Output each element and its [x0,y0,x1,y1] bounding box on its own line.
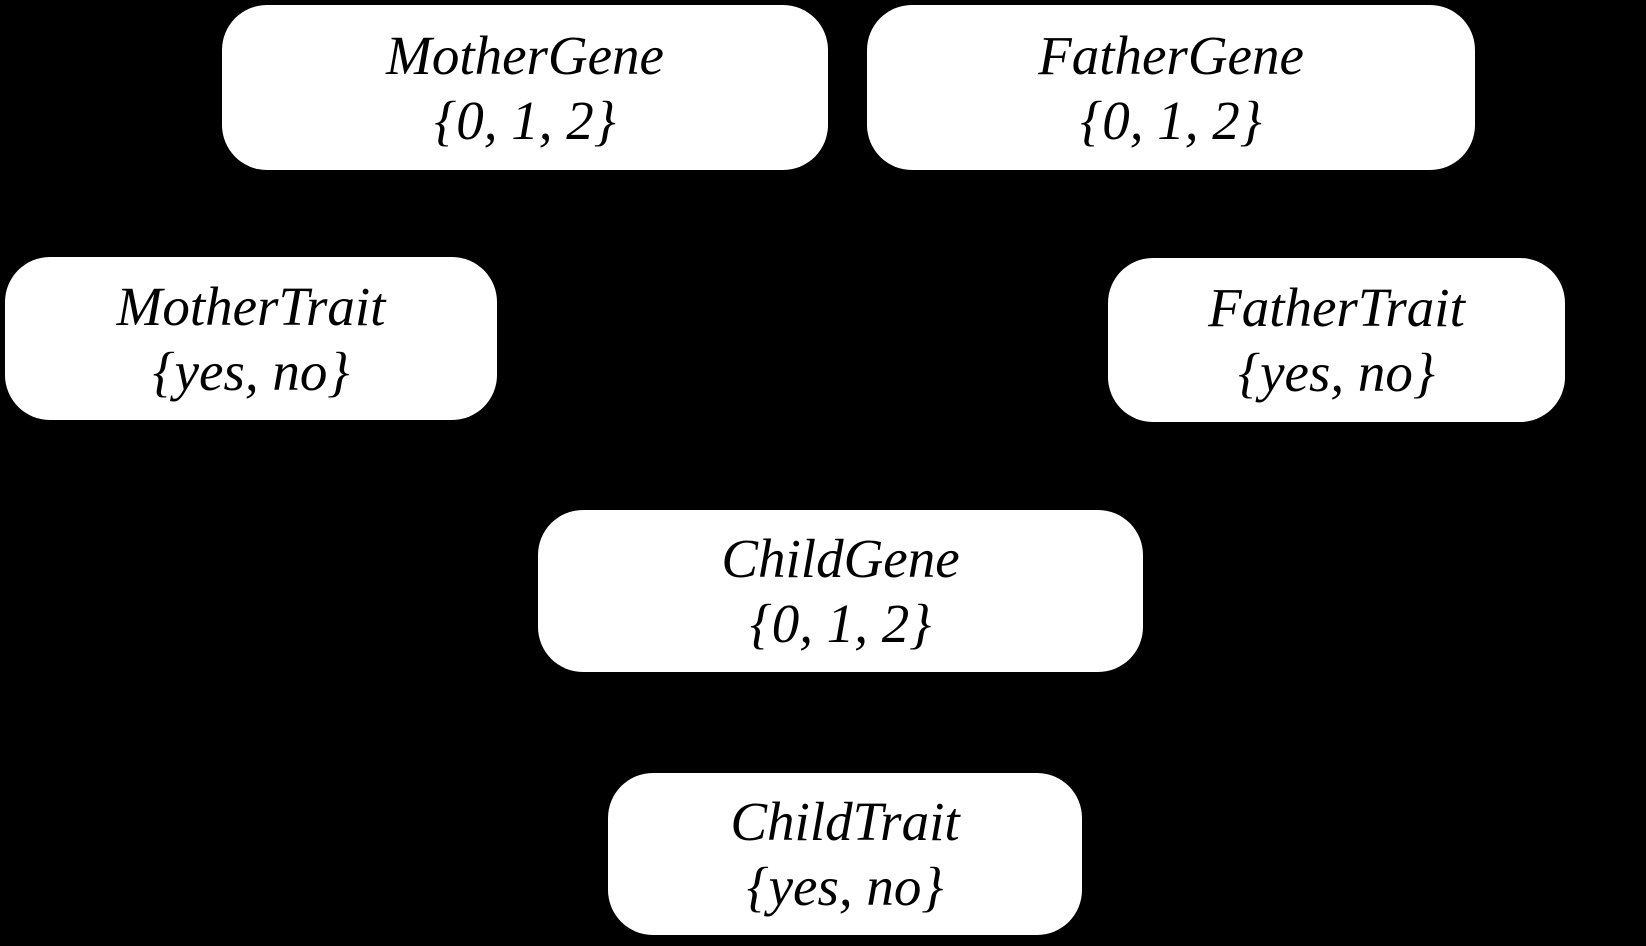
node-child-trait-label: ChildTrait [730,791,960,852]
node-mother-gene-label: MotherGene [386,24,664,86]
node-father-trait-label: FatherTrait [1208,277,1465,338]
node-mother-trait-label: MotherTrait [116,275,386,337]
node-father-trait-values: {yes, no} [1238,342,1435,403]
node-mother-trait: MotherTrait {yes, no} [5,257,497,420]
node-father-gene: FatherGene {0, 1, 2} [867,5,1475,170]
node-child-trait: ChildTrait {yes, no} [608,773,1082,935]
node-father-gene-values: {0, 1, 2} [1080,89,1262,151]
node-mother-gene: MotherGene {0, 1, 2} [222,5,828,170]
node-mother-trait-values: {yes, no} [152,340,350,402]
node-father-gene-label: FatherGene [1038,24,1304,86]
node-child-trait-values: {yes, no} [746,856,944,917]
node-father-trait: FatherTrait {yes, no} [1108,258,1565,422]
node-child-gene-values: {0, 1, 2} [749,593,932,654]
node-child-gene: ChildGene {0, 1, 2} [538,510,1143,672]
node-mother-gene-values: {0, 1, 2} [434,89,616,151]
node-child-gene-label: ChildGene [721,528,960,589]
